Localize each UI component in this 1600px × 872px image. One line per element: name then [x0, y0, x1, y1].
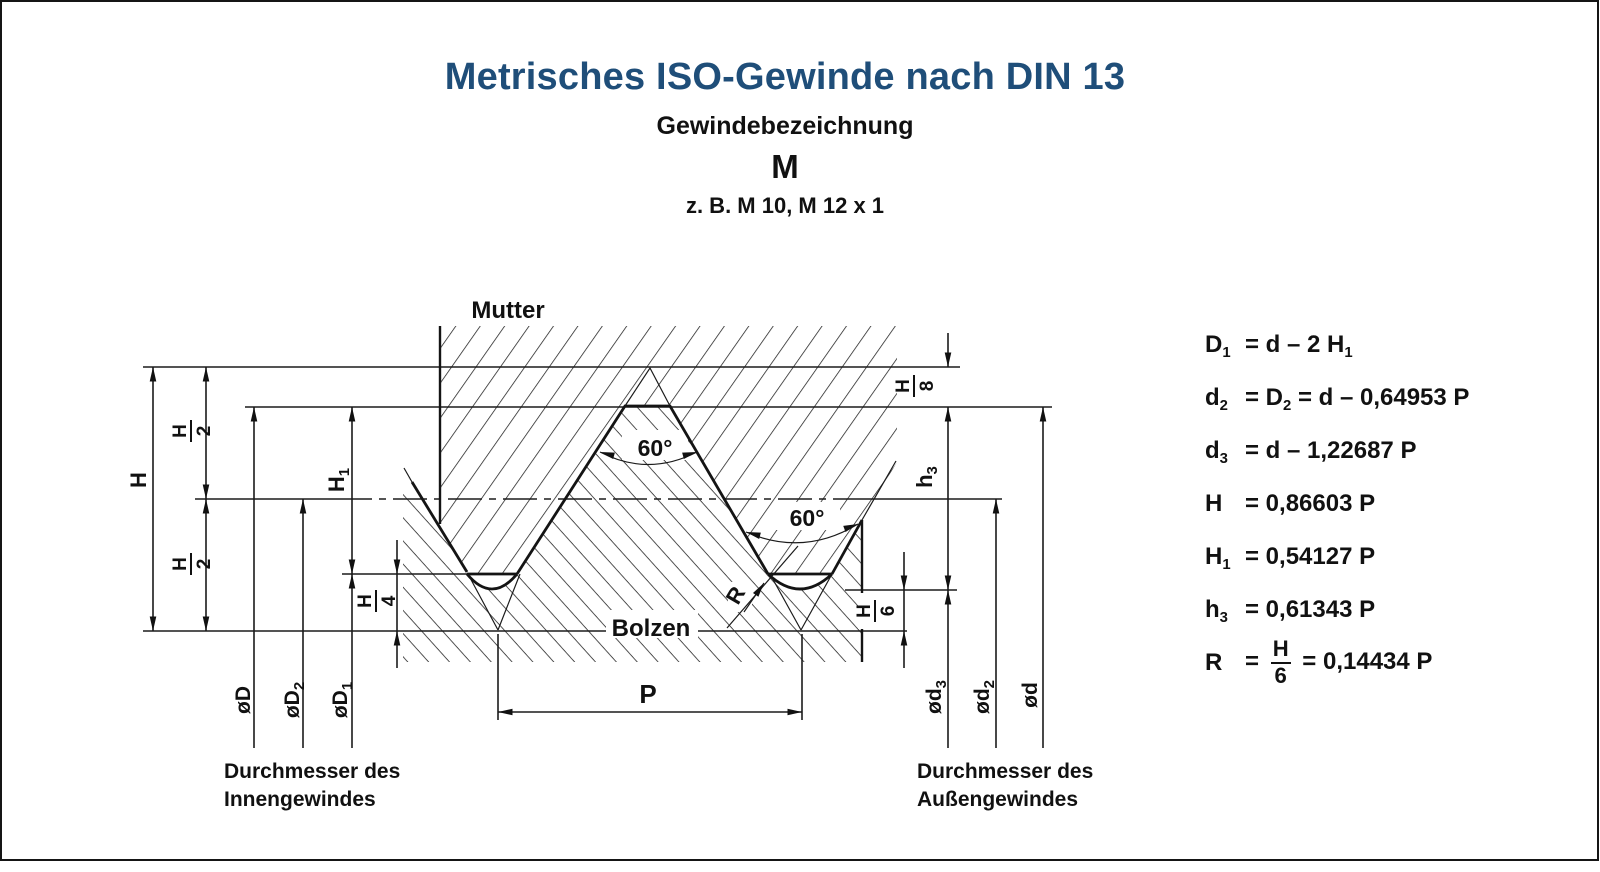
nut-label: Mutter	[471, 297, 544, 324]
svg-text:4: 4	[379, 595, 400, 606]
svg-text:H: H	[893, 379, 914, 393]
bolt-label: Bolzen	[612, 615, 691, 642]
dia-d3-label: ød3	[923, 680, 950, 714]
formula-row: h3= 0,61343 P	[1205, 595, 1376, 627]
formula-row: H= 0,86603 P	[1205, 489, 1376, 517]
dim-h3-label: h3	[912, 466, 941, 488]
thread-profile	[410, 404, 864, 591]
dim-H-label: H	[126, 472, 151, 488]
dim-H1-label: H1	[324, 468, 353, 492]
dia-D2-label: øD2	[281, 682, 308, 718]
dia-D1-label: øD1	[329, 682, 356, 718]
svg-text:H: H	[355, 594, 376, 608]
svg-text:H: H	[170, 557, 191, 571]
formula-row: d3= d – 1,22687 P	[1205, 436, 1417, 468]
formula-panel: D1= d – 2 H1 d2= D2 = d – 0,64953 P d3= d …	[1205, 318, 1469, 689]
dim-H6-label: H 6	[854, 600, 899, 622]
svg-text:6: 6	[878, 606, 899, 617]
dim-H4-label: H 4	[355, 590, 400, 612]
dim-H2-upper-label: H 2	[170, 420, 215, 442]
outer-thread-caption-line2: Außengewindes	[917, 788, 1079, 811]
label-bg	[774, 502, 840, 530]
inner-thread-caption: Durchmesser des Innengewindes	[224, 758, 400, 814]
angle-right-label: 60°	[790, 505, 825, 531]
subtitle: Gewindebezeichnung	[656, 112, 914, 140]
svg-text:2: 2	[194, 426, 215, 437]
dim-H2-lower-label: H 2	[170, 553, 215, 575]
dia-d2-label: ød2	[971, 680, 998, 714]
formula-row: H1= 0,54127 P	[1205, 542, 1376, 574]
svg-text:8: 8	[917, 381, 938, 392]
outer-thread-caption-line1: Durchmesser des	[917, 760, 1094, 783]
dim-H8-label: H 8	[893, 375, 938, 397]
label-bg	[606, 610, 698, 638]
formula-row: d2= D2 = d – 0,64953 P	[1205, 383, 1470, 415]
inner-thread-caption-line1: Durchmesser des	[224, 760, 401, 783]
designation-example: z. B. M 10, M 12 x 1	[685, 193, 885, 218]
angle-top-label: 60°	[638, 435, 673, 461]
svg-text:H: H	[170, 424, 191, 438]
dia-D-label: øD	[232, 686, 255, 714]
inner-thread-caption-line2: Innengewindes	[224, 788, 376, 811]
svg-text:H: H	[854, 604, 875, 618]
formula-row: D1= d – 2 H1	[1205, 330, 1353, 362]
thread-designation: M	[771, 148, 799, 185]
title-block: Metrisches ISO-Gewinde nach DIN 13 Gewin…	[385, 0, 1185, 219]
page-title: Metrisches ISO-Gewinde nach DIN 13	[444, 56, 1126, 98]
dia-d-label: ød	[1019, 682, 1042, 708]
svg-text:2: 2	[194, 559, 215, 570]
label-bg	[622, 430, 688, 460]
pitch-label: P	[639, 679, 656, 709]
outer-thread-caption: Durchmesser des Außengewindes	[917, 758, 1093, 814]
